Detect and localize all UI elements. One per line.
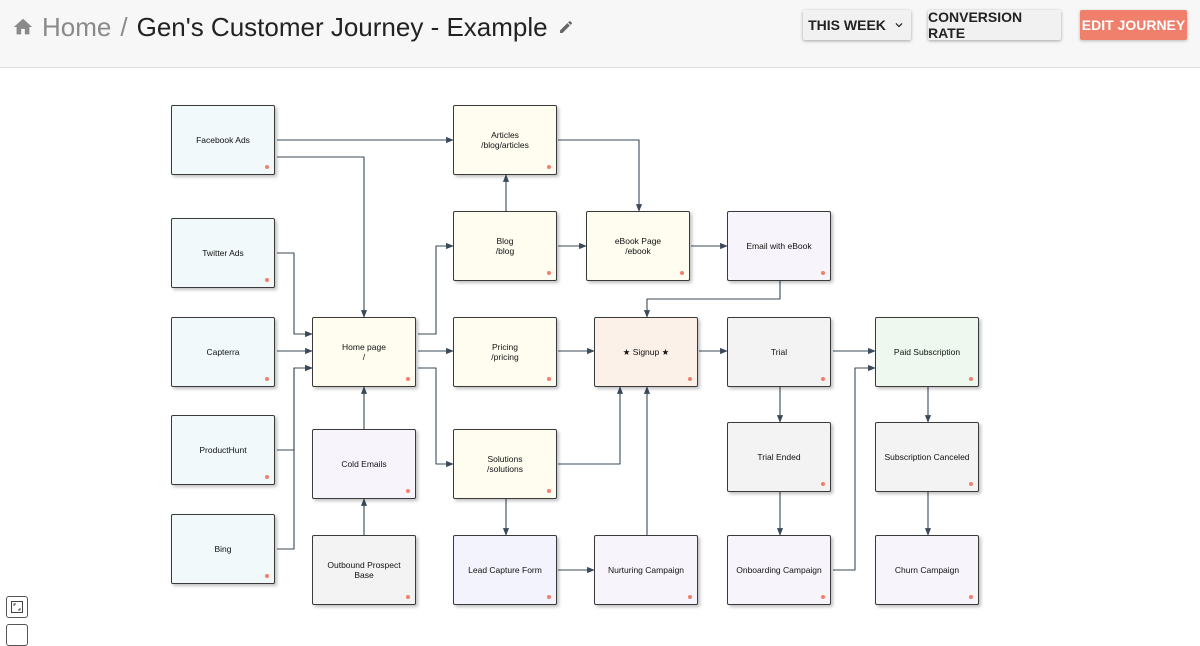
conversion-rate-label: CONVERSION RATE <box>928 9 1023 41</box>
journey-node-lead-capture-form[interactable]: Lead Capture Form <box>453 535 557 605</box>
journey-node-label: Nurturing Campaign <box>607 565 685 575</box>
journey-node-bing[interactable]: Bing <box>171 514 275 584</box>
journey-node-capterra[interactable]: Capterra <box>171 317 275 387</box>
journey-node-label: Articles /blog/articles <box>481 130 529 150</box>
journey-node-label: Lead Capture Form <box>468 565 542 575</box>
status-dot <box>547 377 551 381</box>
status-dot <box>265 377 269 381</box>
status-dot <box>688 595 692 599</box>
journey-node-twitter-ads[interactable]: Twitter Ads <box>171 218 275 288</box>
connector-arrow <box>277 156 368 318</box>
journey-node-label: Capterra <box>206 347 240 357</box>
journey-node-label: ProductHunt <box>199 445 247 455</box>
connector-arrow <box>418 242 454 335</box>
journey-node-subscription-canceled[interactable]: Subscription Canceled <box>875 422 979 492</box>
top-bar: Home / Gen's Customer Journey - Example … <box>0 0 1200 68</box>
journey-node-label: Email with eBook <box>746 241 812 251</box>
journey-node-label: Home page / <box>342 342 386 362</box>
journey-node-solutions[interactable]: Solutions /solutions <box>453 429 557 499</box>
journey-node-producthunt[interactable]: ProductHunt <box>171 415 275 485</box>
status-dot <box>547 595 551 599</box>
journey-node-label: eBook Page /ebook <box>614 236 662 256</box>
connector-arrow <box>277 252 313 338</box>
connector-arrow <box>558 139 643 212</box>
journey-node-signup[interactable]: ★ Signup ★ <box>594 317 698 387</box>
journey-node-outbound-prospect-base[interactable]: Outbound Prospect Base <box>312 535 416 605</box>
connector-arrow <box>643 281 781 318</box>
journey-node-articles[interactable]: Articles /blog/articles <box>453 105 557 175</box>
journey-node-label: Blog /blog <box>495 236 515 256</box>
status-dot <box>821 482 825 486</box>
journey-canvas[interactable] <box>0 69 1200 632</box>
connector-arrow <box>418 367 454 468</box>
journey-node-paid-subscription[interactable]: Paid Subscription <box>875 317 979 387</box>
journey-node-label: Pricing /pricing <box>491 342 519 362</box>
journey-node-nurturing-campaign[interactable]: Nurturing Campaign <box>594 535 698 605</box>
status-dot <box>547 489 551 493</box>
journey-node-label: Bing <box>214 544 232 554</box>
journey-node-label: ★ Signup ★ <box>622 347 670 357</box>
status-dot <box>265 574 269 578</box>
period-dropdown-label: THIS WEEK <box>808 17 886 33</box>
status-dot <box>406 489 410 493</box>
home-icon[interactable] <box>12 16 34 38</box>
status-dot <box>821 271 825 275</box>
journey-node-cold-emails[interactable]: Cold Emails <box>312 429 416 499</box>
journey-node-home-page[interactable]: Home page / <box>312 317 416 387</box>
period-dropdown[interactable]: THIS WEEK <box>803 10 911 40</box>
journey-node-trial-ended[interactable]: Trial Ended <box>727 422 831 492</box>
journey-node-pricing[interactable]: Pricing /pricing <box>453 317 557 387</box>
status-dot <box>406 595 410 599</box>
status-dot <box>969 482 973 486</box>
connector-arrow <box>277 364 313 550</box>
journey-node-onboarding-campaign[interactable]: Onboarding Campaign <box>727 535 831 605</box>
status-dot <box>265 278 269 282</box>
connection-lines <box>277 136 932 574</box>
journey-node-label: Cold Emails <box>341 459 387 469</box>
journey-node-label: Trial Ended <box>757 452 801 462</box>
connector-arrow <box>558 386 624 465</box>
breadcrumb: Home / Gen's Customer Journey - Example <box>12 10 574 44</box>
journey-node-label: Onboarding Campaign <box>736 565 822 575</box>
edit-journey-label: EDIT JOURNEY <box>1081 17 1186 33</box>
pencil-icon[interactable] <box>558 19 574 35</box>
status-dot <box>969 377 973 381</box>
journey-node-label: Outbound Prospect Base <box>327 560 401 580</box>
journey-node-blog[interactable]: Blog /blog <box>453 211 557 281</box>
journey-node-ebook-page[interactable]: eBook Page /ebook <box>586 211 690 281</box>
status-dot <box>547 271 551 275</box>
chevron-down-icon <box>892 18 906 32</box>
conversion-rate-button[interactable]: CONVERSION RATE <box>928 9 1061 41</box>
breadcrumb-separator: / <box>120 11 128 42</box>
journey-node-label: Paid Subscription <box>893 347 961 357</box>
status-dot <box>547 165 551 169</box>
journey-node-trial[interactable]: Trial <box>727 317 831 387</box>
page-title: Gen's Customer Journey - Example <box>136 11 548 42</box>
journey-node-label: Trial <box>770 347 788 357</box>
journey-node-email-with-ebook[interactable]: Email with eBook <box>727 211 831 281</box>
journey-node-label: Churn Campaign <box>894 565 960 575</box>
journey-node-facebook-ads[interactable]: Facebook Ads <box>171 105 275 175</box>
status-dot <box>969 595 973 599</box>
journey-node-label: Facebook Ads <box>196 135 250 145</box>
status-dot <box>680 271 684 275</box>
status-dot <box>265 475 269 479</box>
status-dot <box>821 377 825 381</box>
fit-view-icon[interactable] <box>6 596 28 618</box>
journey-node-label: Twitter Ads <box>202 248 244 258</box>
journey-node-churn-campaign[interactable]: Churn Campaign <box>875 535 979 605</box>
status-dot <box>406 377 410 381</box>
breadcrumb-home-link[interactable]: Home <box>42 11 112 42</box>
status-dot <box>688 377 692 381</box>
edit-journey-button[interactable]: EDIT JOURNEY <box>1080 10 1187 40</box>
journey-node-label: Solutions /solutions <box>487 454 523 474</box>
status-dot <box>821 595 825 599</box>
status-dot <box>265 165 269 169</box>
zoom-control-icon[interactable] <box>6 624 28 646</box>
connector-arrow <box>833 364 876 571</box>
journey-node-label: Subscription Canceled <box>884 452 970 462</box>
